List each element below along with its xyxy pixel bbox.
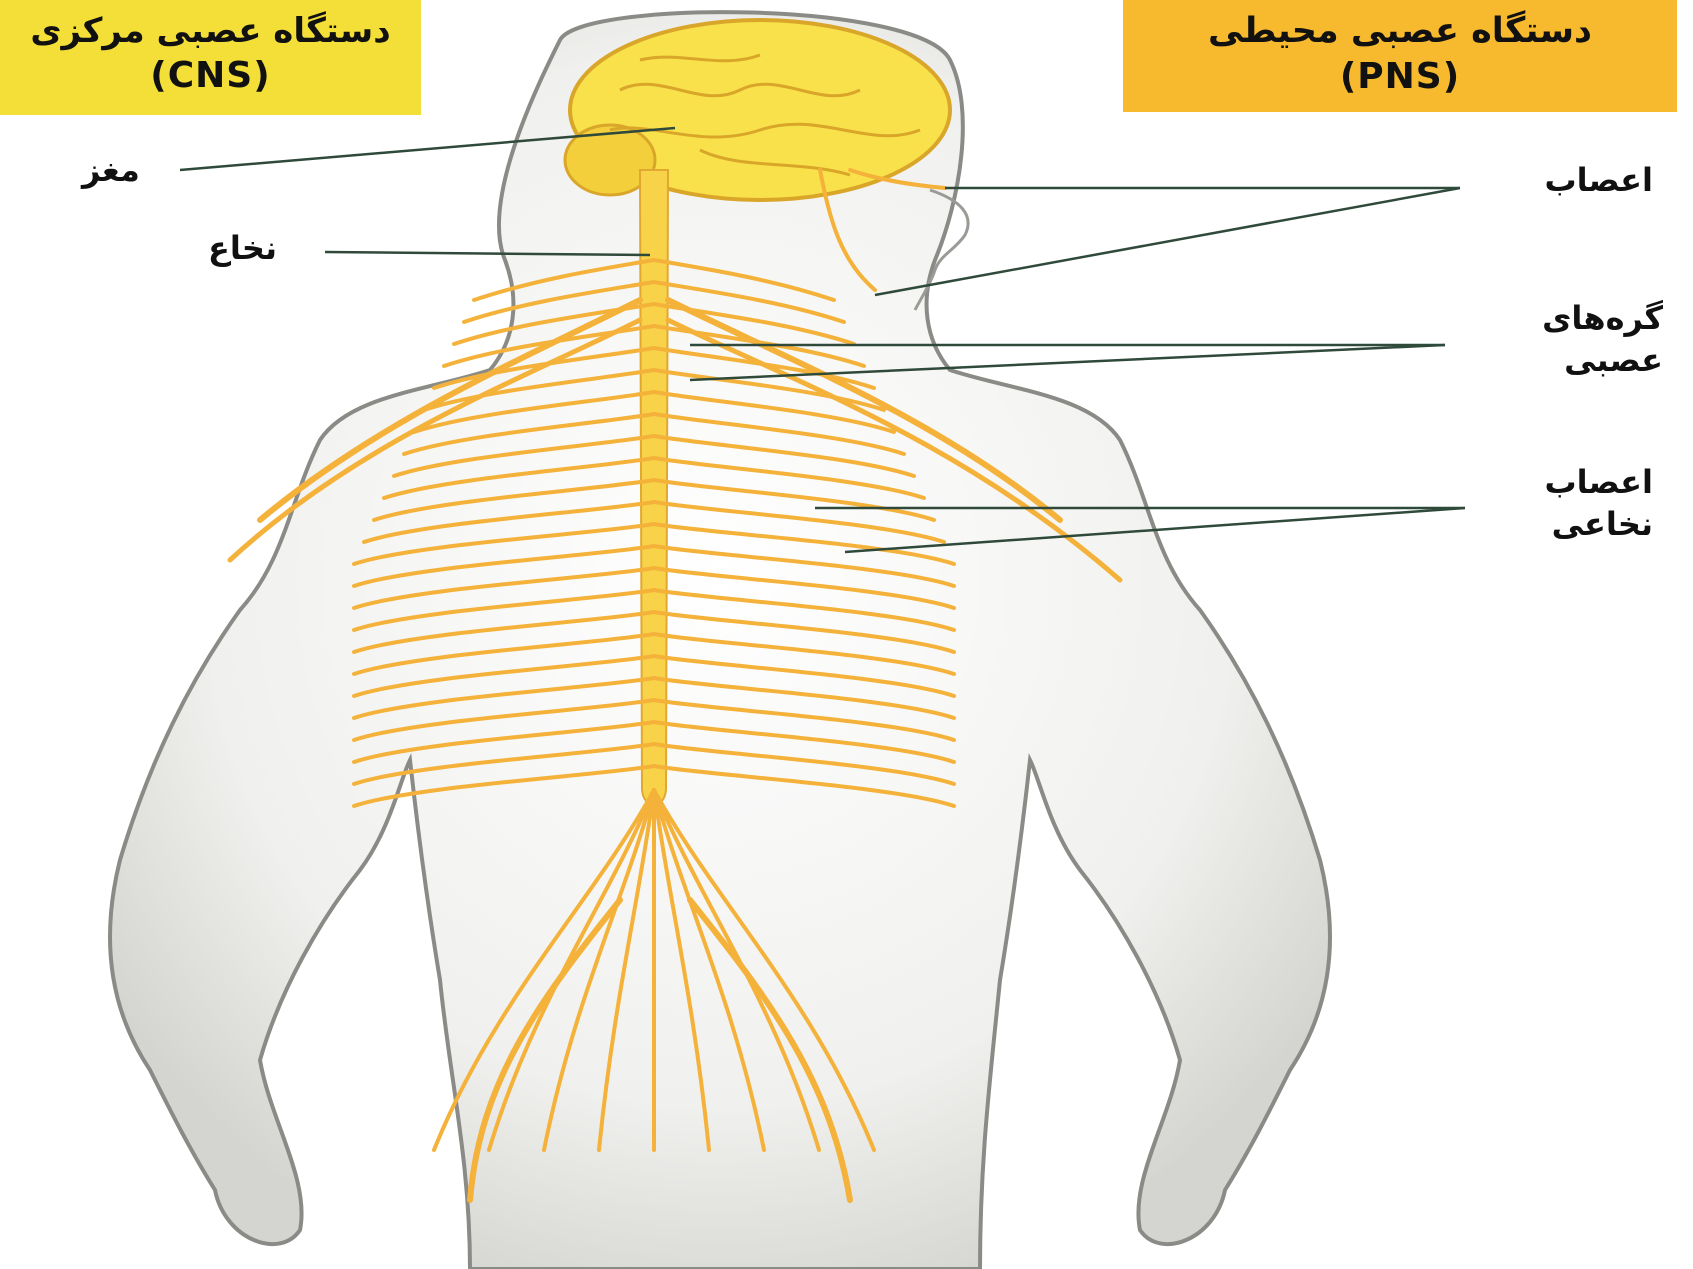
label-ganglia: گره‌های عصبی [1542,298,1663,381]
label-ganglia-line2: عصبی [1542,340,1663,382]
pns-title: دستگاه عصبی محیطی [1208,11,1592,51]
label-nerves: اعصاب [1544,160,1653,202]
leader-line-nerves-b [875,188,1460,295]
label-spinal-cord: نخاع [208,228,277,270]
pns-abbreviation: (PNS) [1137,54,1663,99]
cns-title-box: دستگاه عصبی مرکزی (CNS) [0,0,421,115]
label-spinal-nerves: اعصاب نخاعی [1544,462,1653,545]
cns-abbreviation: (CNS) [14,53,407,98]
spinal-cord-shape [640,170,668,805]
brain-shape [565,20,950,200]
cns-title: دستگاه عصبی مرکزی [30,11,390,51]
pns-title-box: دستگاه عصبی محیطی (PNS) [1123,0,1677,112]
label-ganglia-line1: گره‌های [1542,298,1663,340]
label-brain: مغز [82,150,140,192]
label-spinal-nerves-line1: اعصاب [1544,462,1653,504]
label-spinal-nerves-line2: نخاعی [1544,504,1653,546]
